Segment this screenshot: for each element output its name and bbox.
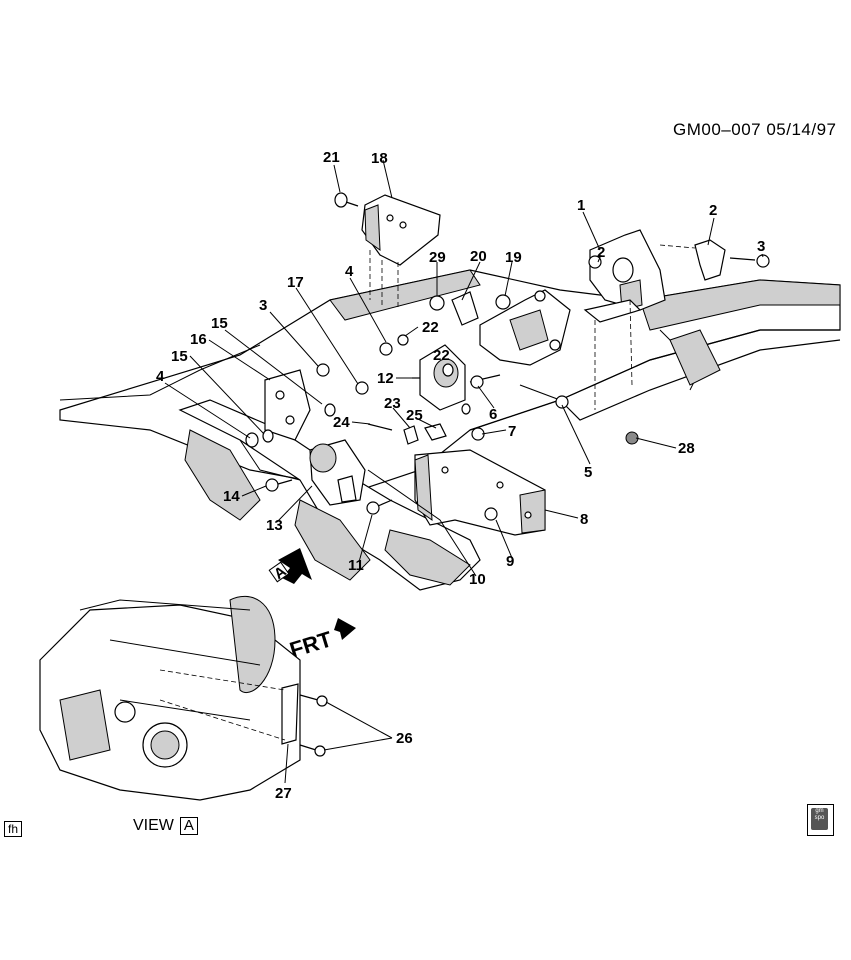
callout-19: 19 (505, 249, 522, 266)
mount-12 (412, 344, 466, 411)
callout-25: 25 (406, 407, 423, 424)
callout-1: 1 (577, 197, 585, 214)
callout-4: 4 (345, 263, 354, 280)
callout-23: 23 (384, 395, 401, 412)
callout-15: 15 (171, 348, 188, 365)
callout-3: 3 (259, 297, 267, 314)
callouts: 1 2 2 3 3 4 4 5 6 7 8 9 10 11 12 13 14 1… (156, 149, 765, 802)
callout-6: 6 (489, 406, 497, 423)
leader-lines (164, 159, 764, 784)
mount-1 (583, 229, 666, 410)
callout-27: 27 (275, 785, 292, 802)
callout-16: 16 (190, 331, 207, 348)
frt-arrow: FRT (287, 618, 356, 663)
callout-29: 29 (429, 249, 446, 266)
view-letter-box: A (179, 817, 198, 835)
callout-28: 28 (678, 440, 695, 457)
bracket-8 (414, 449, 546, 536)
callout-2: 2 (597, 244, 605, 261)
callout-24: 24 (333, 414, 350, 431)
callout-21: 21 (323, 149, 340, 166)
callout-12: 12 (377, 370, 394, 387)
callout-22: 22 (433, 347, 450, 364)
callout-13: 13 (266, 517, 283, 534)
callout-18: 18 (371, 150, 388, 167)
bolt-21 (334, 192, 359, 208)
bracket-18 (361, 194, 441, 310)
callout-20: 20 (470, 248, 487, 265)
callout-4: 4 (156, 368, 165, 385)
badge-line2: spo (814, 815, 825, 821)
callout-9: 9 (506, 553, 514, 570)
view-a-arrow: A (268, 548, 312, 584)
bracket-2 (659, 239, 770, 281)
gm-spo-icon: gm spo (811, 808, 828, 830)
callout-8: 8 (580, 511, 588, 528)
callout-7: 7 (508, 423, 516, 440)
gm-spo-badge: gm spo (807, 804, 834, 836)
callout-17: 17 (287, 274, 304, 291)
callout-26: 26 (396, 730, 413, 747)
callout-11: 11 (348, 557, 364, 574)
mount-19-20 (429, 289, 571, 366)
badge-line1: gm (815, 808, 824, 814)
callout-5: 5 (584, 464, 592, 481)
fasteners (245, 334, 639, 521)
callout-15: 15 (211, 315, 228, 332)
mount-13 (309, 439, 366, 506)
view-a-inset (39, 595, 328, 801)
view-label: VIEW A (133, 817, 198, 835)
callout-10: 10 (469, 571, 486, 588)
corner-tag: fh (4, 821, 23, 837)
diagram-code: GM00–007 05/14/97 (673, 120, 837, 139)
view-text: VIEW (133, 817, 174, 834)
callout-22: 22 (422, 319, 439, 336)
callout-14: 14 (223, 488, 240, 505)
callout-2: 2 (709, 202, 717, 219)
callout-3: 3 (757, 238, 765, 255)
plate-16 (264, 369, 311, 441)
